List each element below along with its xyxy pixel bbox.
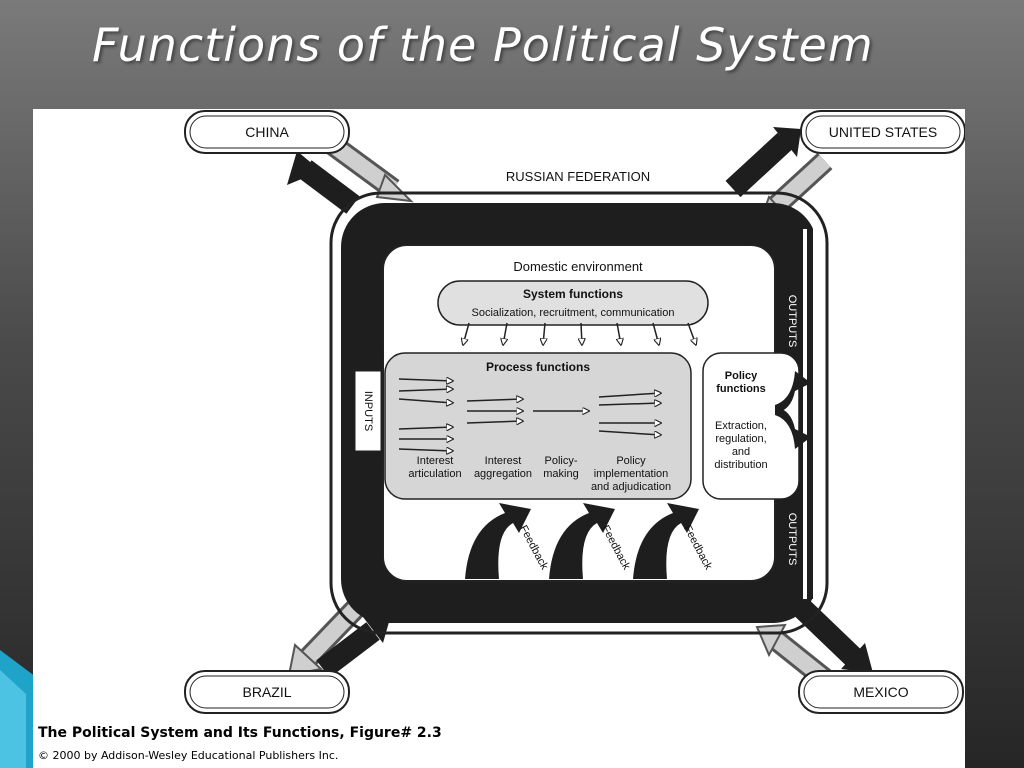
stage-3-line-1: Policy- <box>544 455 577 467</box>
country-united-states: UNITED STATES <box>800 110 965 154</box>
slide-title: Functions of the Political System <box>92 18 874 72</box>
corner-decoration <box>0 650 40 768</box>
inputs-arrow-upper <box>343 239 383 369</box>
stage-1-line-1: Interest <box>417 455 454 467</box>
stage-4-line-1: Policy <box>616 455 646 467</box>
policy-functions-item-4: distribution <box>714 459 767 471</box>
stage-2-line-2: aggregation <box>474 468 532 480</box>
country-label-mexico: MEXICO <box>853 684 908 700</box>
country-label-russian-federation: RUSSIAN FEDERATION <box>506 169 650 184</box>
country-label-china: CHINA <box>245 124 289 140</box>
process-functions-title: Process functions <box>486 360 590 374</box>
country-label-brazil: BRAZIL <box>242 684 291 700</box>
policy-functions-title-line-2: functions <box>716 383 766 395</box>
policy-functions-item-1: Extraction, <box>715 420 767 432</box>
policy-functions-item-2: regulation, <box>715 433 766 445</box>
country-brazil: BRAZIL <box>184 670 350 714</box>
inputs-label: INPUTS <box>362 391 374 431</box>
system-functions-box: System functions Socialization, recruitm… <box>437 280 709 326</box>
system-to-process-arrows <box>463 322 696 345</box>
policy-functions-box: Policy functions Extraction, regulation,… <box>702 352 811 500</box>
domestic-environment-label: Domestic environment <box>513 259 643 274</box>
figure-caption: The Political System and Its Functions, … <box>38 725 442 741</box>
outputs-label-lower: OUTPUTS <box>786 513 798 566</box>
process-functions-box: Process functions <box>384 352 692 500</box>
policy-functions-title-line-1: Policy <box>725 370 758 382</box>
stage-4-line-2: implementation <box>594 468 669 480</box>
political-system-diagram: CHINA UNITED STATES BRAZIL MEXICO RUSSIA… <box>184 110 965 714</box>
stage-2-line-1: Interest <box>485 455 522 467</box>
country-mexico: MEXICO <box>798 670 964 714</box>
process-flow-arrows <box>398 379 661 451</box>
policy-output-arrow-upper <box>775 371 811 413</box>
outputs-label-upper: OUTPUTS <box>786 295 798 348</box>
brazil-connector-arrows <box>287 601 391 678</box>
united-states-connector-arrows <box>725 127 833 227</box>
figure-panel: CHINA UNITED STATES BRAZIL MEXICO RUSSIA… <box>33 109 965 768</box>
china-connector-arrows <box>287 136 414 214</box>
stage-1-line-2: articulation <box>408 468 461 480</box>
system-functions-title: System functions <box>523 287 623 301</box>
stage-3-line-2: making <box>543 468 578 480</box>
inputs-arrow-lower <box>343 449 383 589</box>
policy-output-arrow-lower <box>775 407 811 449</box>
country-china: CHINA <box>184 110 350 154</box>
policy-functions-item-3: and <box>732 446 750 458</box>
country-label-united-states: UNITED STATES <box>829 124 937 140</box>
figure-copyright: © 2000 by Addison-Wesley Educational Pub… <box>38 749 339 762</box>
feedback-arrows <box>465 503 699 579</box>
process-stage-labels: Interest articulation Interest aggregati… <box>408 455 671 493</box>
system-functions-items: Socialization, recruitment, communicatio… <box>472 307 675 319</box>
stage-4-line-3: and adjudication <box>591 481 671 493</box>
